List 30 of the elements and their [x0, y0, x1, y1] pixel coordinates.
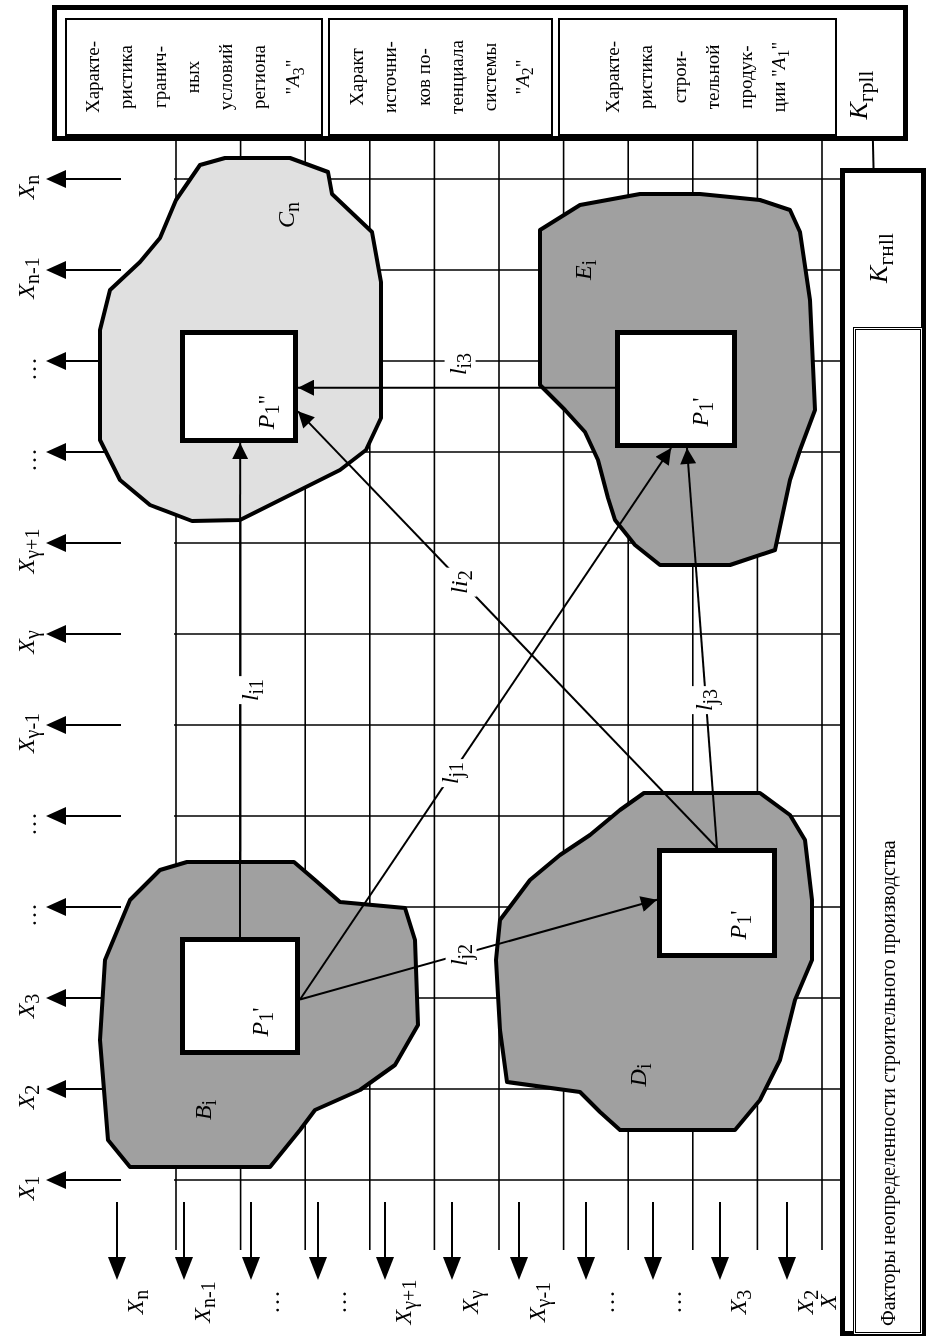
variable-label: … — [16, 448, 40, 472]
element-square — [657, 848, 777, 958]
characteristic-box — [65, 18, 323, 136]
connector-line — [871, 140, 875, 169]
region-blob — [98, 860, 420, 1169]
connector-arrow — [299, 447, 673, 1001]
connector-arrow — [299, 896, 658, 1001]
connector-arrow — [232, 442, 249, 938]
variable-label: … — [661, 1290, 685, 1314]
variable-label: … — [259, 1290, 283, 1314]
header-frame — [52, 5, 908, 141]
element-square — [180, 330, 298, 443]
connector-arrow — [297, 410, 718, 849]
factor-frame — [840, 168, 926, 1336]
factor-text: Факторы неопределенности строительного производства — [876, 839, 900, 1326]
characteristic-box — [558, 18, 837, 136]
variable-label: … — [16, 903, 40, 927]
region-blob — [538, 192, 817, 567]
variable-label: … — [594, 1290, 618, 1314]
factor-box — [853, 327, 923, 1335]
region-blob — [98, 156, 383, 523]
variable-label: … — [16, 357, 40, 381]
connector-arrow — [680, 447, 718, 849]
variable-label: … — [16, 812, 40, 836]
element-square — [180, 937, 300, 1055]
characteristic-box — [328, 18, 553, 136]
element-square — [615, 330, 737, 448]
connector-arrow — [297, 379, 616, 396]
variable-label: … — [326, 1290, 350, 1314]
region-blob — [494, 791, 814, 1132]
